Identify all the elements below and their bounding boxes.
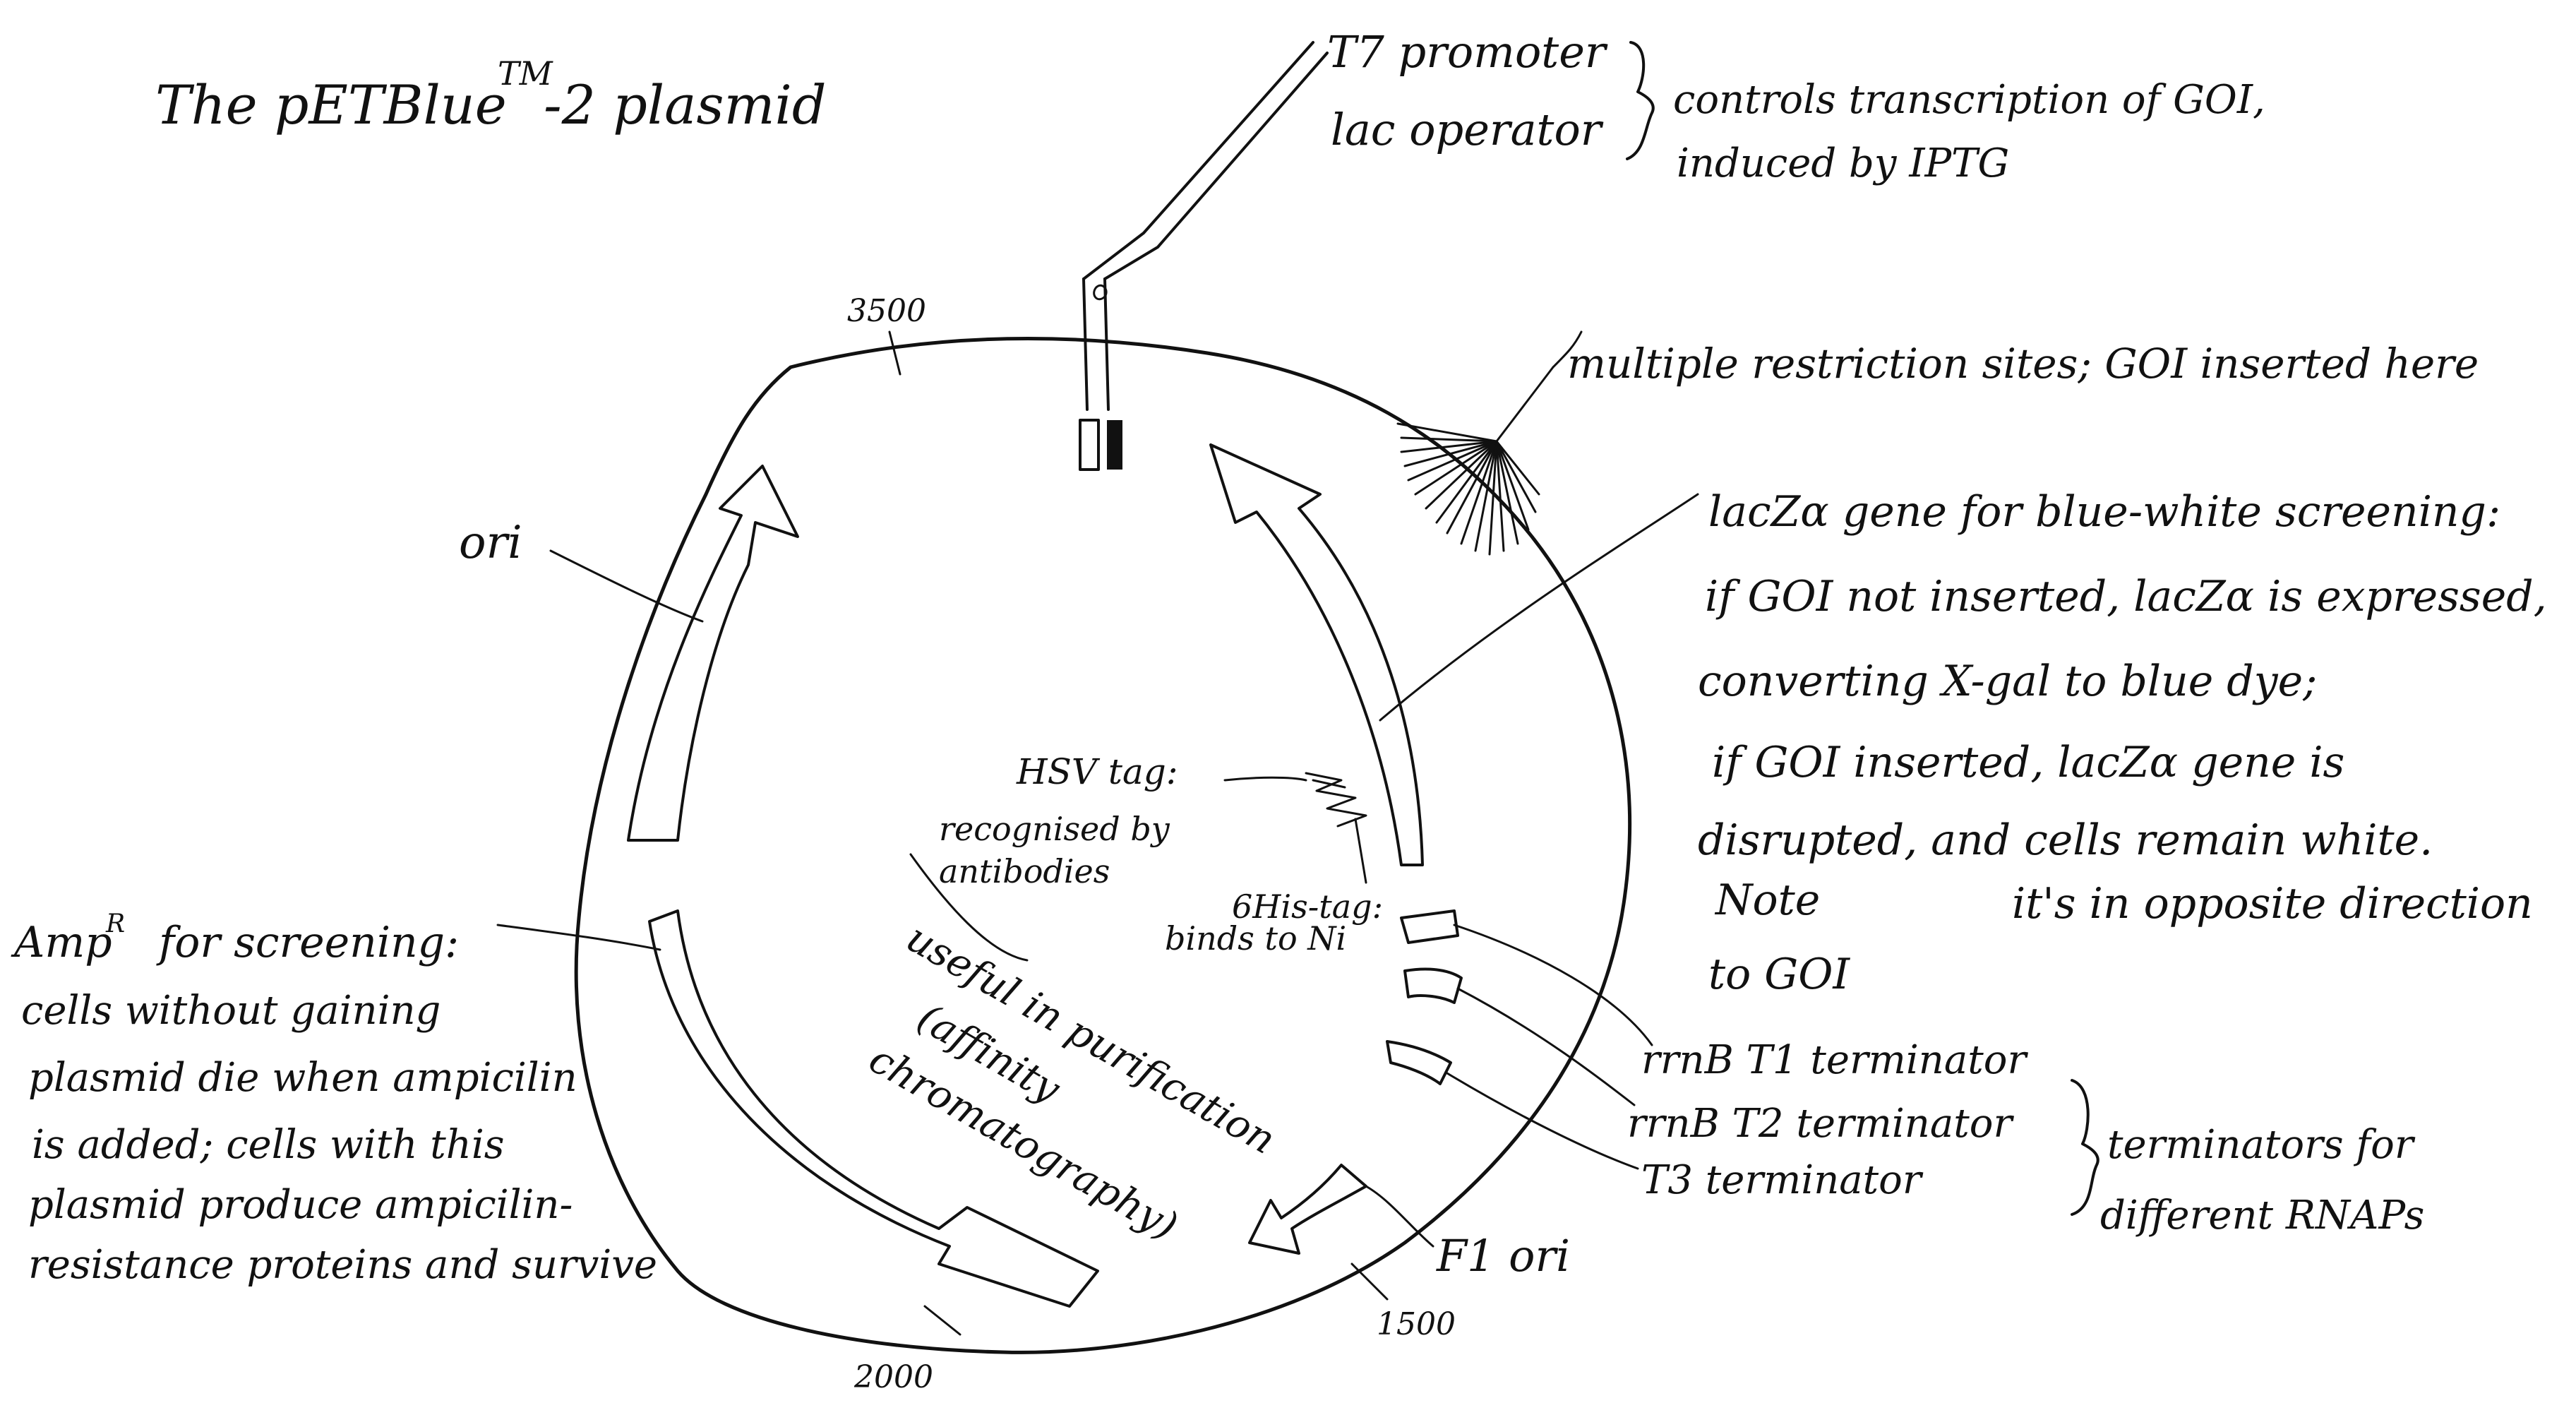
terminator-t3: T3 terminator: [1641, 1157, 1924, 1203]
leader-lines: [496, 330, 1699, 1336]
lacz-arrow: [1209, 443, 1424, 866]
lacz-line7: to GOI: [1708, 950, 1850, 999]
his-line2: binds to Ni: [1165, 919, 1346, 957]
terminator-note-line2: different RNAPs: [2100, 1193, 2424, 1238]
hsv-line2: recognised by: [939, 810, 1170, 848]
f1-ori-label: F1 ori: [1436, 1230, 1570, 1282]
position-1500: 1500: [1377, 1306, 1456, 1342]
amp-line5: plasmid produce ampicilin-: [28, 1182, 573, 1228]
lacz-line1: lacZα gene for blue-white screening:: [1708, 487, 2500, 537]
promoter-note-line1: controls transcription of GOI,: [1673, 77, 2265, 123]
hsv-line3: antibodies: [939, 852, 1110, 890]
ori-label: ori: [459, 517, 522, 569]
terminator-brace: [2071, 1079, 2099, 1216]
title-suffix: -2 plasmid: [544, 73, 826, 136]
lacz-line4: if GOI inserted, lacZα gene is: [1712, 738, 2344, 787]
tag-glyph: [1305, 772, 1367, 828]
amp-arrow: [648, 909, 1099, 1308]
f1-ori-arrow: [1248, 1164, 1367, 1255]
amp-line4: is added; cells with this: [32, 1122, 504, 1168]
amp-line1-rest: for screening:: [156, 918, 459, 967]
lac-operator-label: lac operator: [1331, 104, 1604, 155]
t7-promoter-label: T7 promoter: [1327, 26, 1608, 78]
amp-line3: plasmid die when ampicilin: [28, 1055, 577, 1101]
amp-superscript: R: [105, 909, 125, 938]
lacz-line2: if GOI not inserted, lacZα is expressed,: [1705, 572, 2547, 621]
terminator-t2: rrnB T2 terminator: [1627, 1101, 2014, 1147]
mcs-hatch: [1396, 366, 1554, 556]
hsv-line1: HSV tag:: [1016, 751, 1178, 792]
amp-line2: cells without gaining: [21, 988, 441, 1034]
ori-arrow: [627, 465, 799, 842]
plasmid-backbone: [574, 337, 1632, 1354]
amp-line1: Amp: [11, 918, 112, 967]
lacz-note: Note: [1714, 876, 1820, 925]
his-line1: 6His-tag:: [1232, 888, 1383, 926]
lacz-line6: it's in opposite direction: [2012, 879, 2533, 929]
title-superscript: TM: [498, 54, 554, 92]
amp-line6: resistance proteins and survive: [28, 1242, 657, 1288]
terminator-note-line1: terminators for: [2107, 1122, 2416, 1168]
terminator-boxes: [1386, 909, 1463, 1085]
promoter-element: [1079, 41, 1329, 471]
lacz-line5: disrupted, and cells remain white.: [1698, 816, 2433, 865]
lacz-line3: converting X-gal to blue dye;: [1698, 657, 2317, 706]
terminator-t1: rrnB T1 terminator: [1641, 1037, 2028, 1083]
promoter-brace: [1626, 41, 1655, 160]
position-2000: 2000: [853, 1359, 933, 1395]
promoter-note-line2: induced by IPTG: [1677, 141, 2009, 186]
title-main: The pETBlue: [155, 73, 507, 136]
position-3500: 3500: [847, 293, 926, 329]
mcs-label: multiple restriction sites; GOI inserted…: [1567, 340, 2479, 388]
